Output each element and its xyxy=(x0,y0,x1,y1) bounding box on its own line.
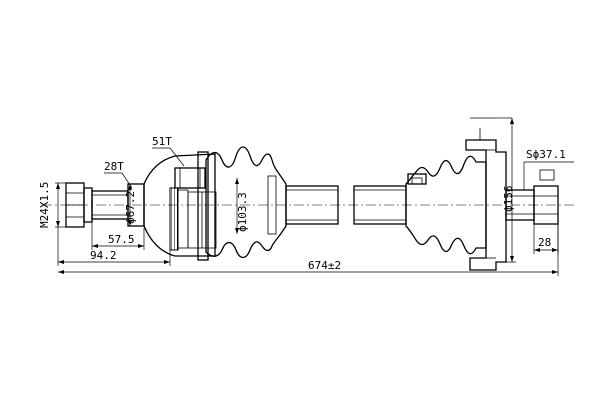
shaft-left xyxy=(285,185,339,225)
dim-diam-103: ϕ103.3 xyxy=(235,178,249,234)
boot-clamp-left xyxy=(197,151,209,261)
dim-51t: 51T xyxy=(152,135,185,167)
teeth-shaft-label: 28T xyxy=(104,160,124,173)
shaft xyxy=(285,185,407,225)
diam-joint-label: ϕ103.3 xyxy=(236,192,249,232)
outer-joint-left xyxy=(65,146,287,261)
diam-flange-label: ϕ156 xyxy=(502,186,515,213)
abs-ring xyxy=(169,187,179,251)
len-57-label: 57.5 xyxy=(108,233,135,246)
len-94-label: 94.2 xyxy=(90,249,117,262)
dim-hex: Sϕ37.1 xyxy=(523,148,574,190)
dim-diam-67: ϕ67.2 xyxy=(124,184,137,226)
len-28-label: 28 xyxy=(538,236,551,249)
boot-left xyxy=(205,146,287,259)
dim-total: 674±2 xyxy=(58,224,559,276)
dim-57: 57.5 xyxy=(91,222,145,250)
diam-shaft-label: ϕ67.2 xyxy=(124,191,137,224)
inner-joint-right xyxy=(405,128,559,271)
dim-28: 28 xyxy=(533,224,559,254)
hex-size-label: Sϕ37.1 xyxy=(526,148,566,161)
dim-diam-156: ϕ156 xyxy=(470,117,516,263)
teeth-inner-label: 51T xyxy=(152,135,172,148)
dim-94: 94.2 xyxy=(57,227,171,266)
thread-label: M24X1.5 xyxy=(38,182,51,228)
cage xyxy=(174,167,206,189)
hex-end xyxy=(533,185,559,225)
total-length-label: 674±2 xyxy=(308,259,341,272)
dim-thread: M24X1.5 xyxy=(38,182,66,228)
